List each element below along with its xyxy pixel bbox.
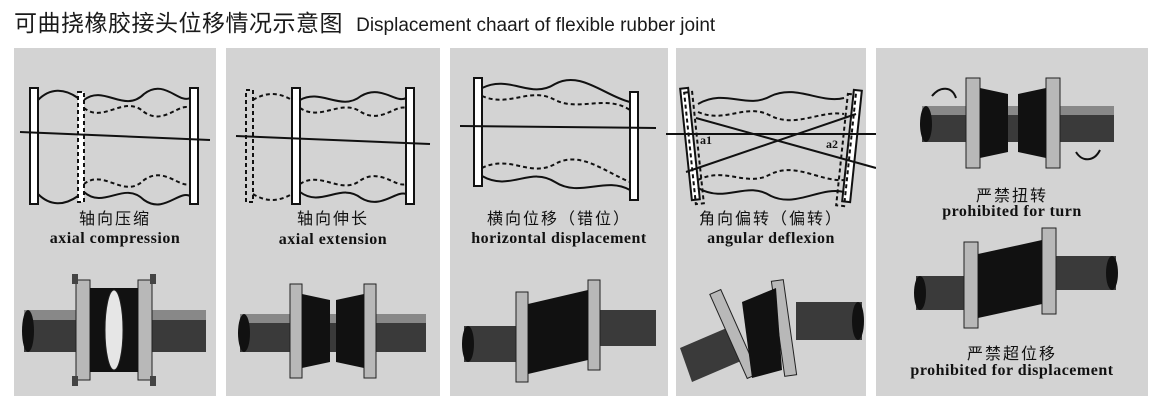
extended-joint-image [238, 283, 426, 379]
caption-english: axial extension [278, 231, 388, 248]
prohibited-displacement-image [914, 227, 1118, 329]
compressed-joint-image [22, 274, 206, 386]
axial-compression-diagram [19, 87, 211, 386]
page-title: 可曲挠橡胶接头位移情况示意图 Displacement chaart of fl… [14, 4, 716, 37]
caption-chinese: 横向位移（错位） [486, 209, 631, 228]
angle-label-a1: a1 [700, 133, 712, 147]
title-chinese: 可曲挠橡胶接头位移情况示意图 [14, 11, 343, 37]
caption-english-displacement: prohibited for displacement [910, 362, 1114, 379]
caption-chinese: 角向偏转（偏转） [698, 209, 843, 228]
caption-english: horizontal displacement [471, 230, 647, 247]
title-english: Displacement chaart of flexible rubber j… [356, 15, 716, 36]
caption-english: angular deflexion [707, 230, 835, 247]
panel-axial-extension: 轴向伸长 axial extension [226, 48, 440, 396]
prohibited-turn-image [920, 77, 1114, 169]
horizontal-displacement-diagram [459, 77, 657, 383]
panel-axial-compression: 轴向压缩 axial compression [14, 48, 216, 396]
deflected-joint-image [680, 279, 864, 382]
caption-chinese-displacement: 严禁超位移 [966, 344, 1057, 363]
caption-english-turn: prohibited for turn [942, 203, 1082, 220]
caption-chinese: 轴向压缩 [78, 209, 151, 228]
prohibited-diagrams [914, 77, 1118, 329]
caption-chinese: 轴向伸长 [296, 209, 369, 228]
displaced-joint-image [462, 279, 656, 383]
angular-deflexion-diagram: a1 a2 [666, 86, 877, 382]
panel-prohibited: 严禁扭转 prohibited for turn 严禁超位移 prohibite… [876, 48, 1148, 396]
angle-label-a2: a2 [826, 137, 838, 151]
caption-english: axial compression [49, 230, 181, 247]
caption-chinese-turn: 严禁扭转 [975, 186, 1048, 205]
panel-angular-deflexion: a1 a2 角向偏转（偏转） angular deflexion [666, 48, 877, 396]
axial-extension-diagram [235, 87, 431, 379]
panel-horizontal-displacement: 横向位移（错位） horizontal displacement [450, 48, 668, 396]
